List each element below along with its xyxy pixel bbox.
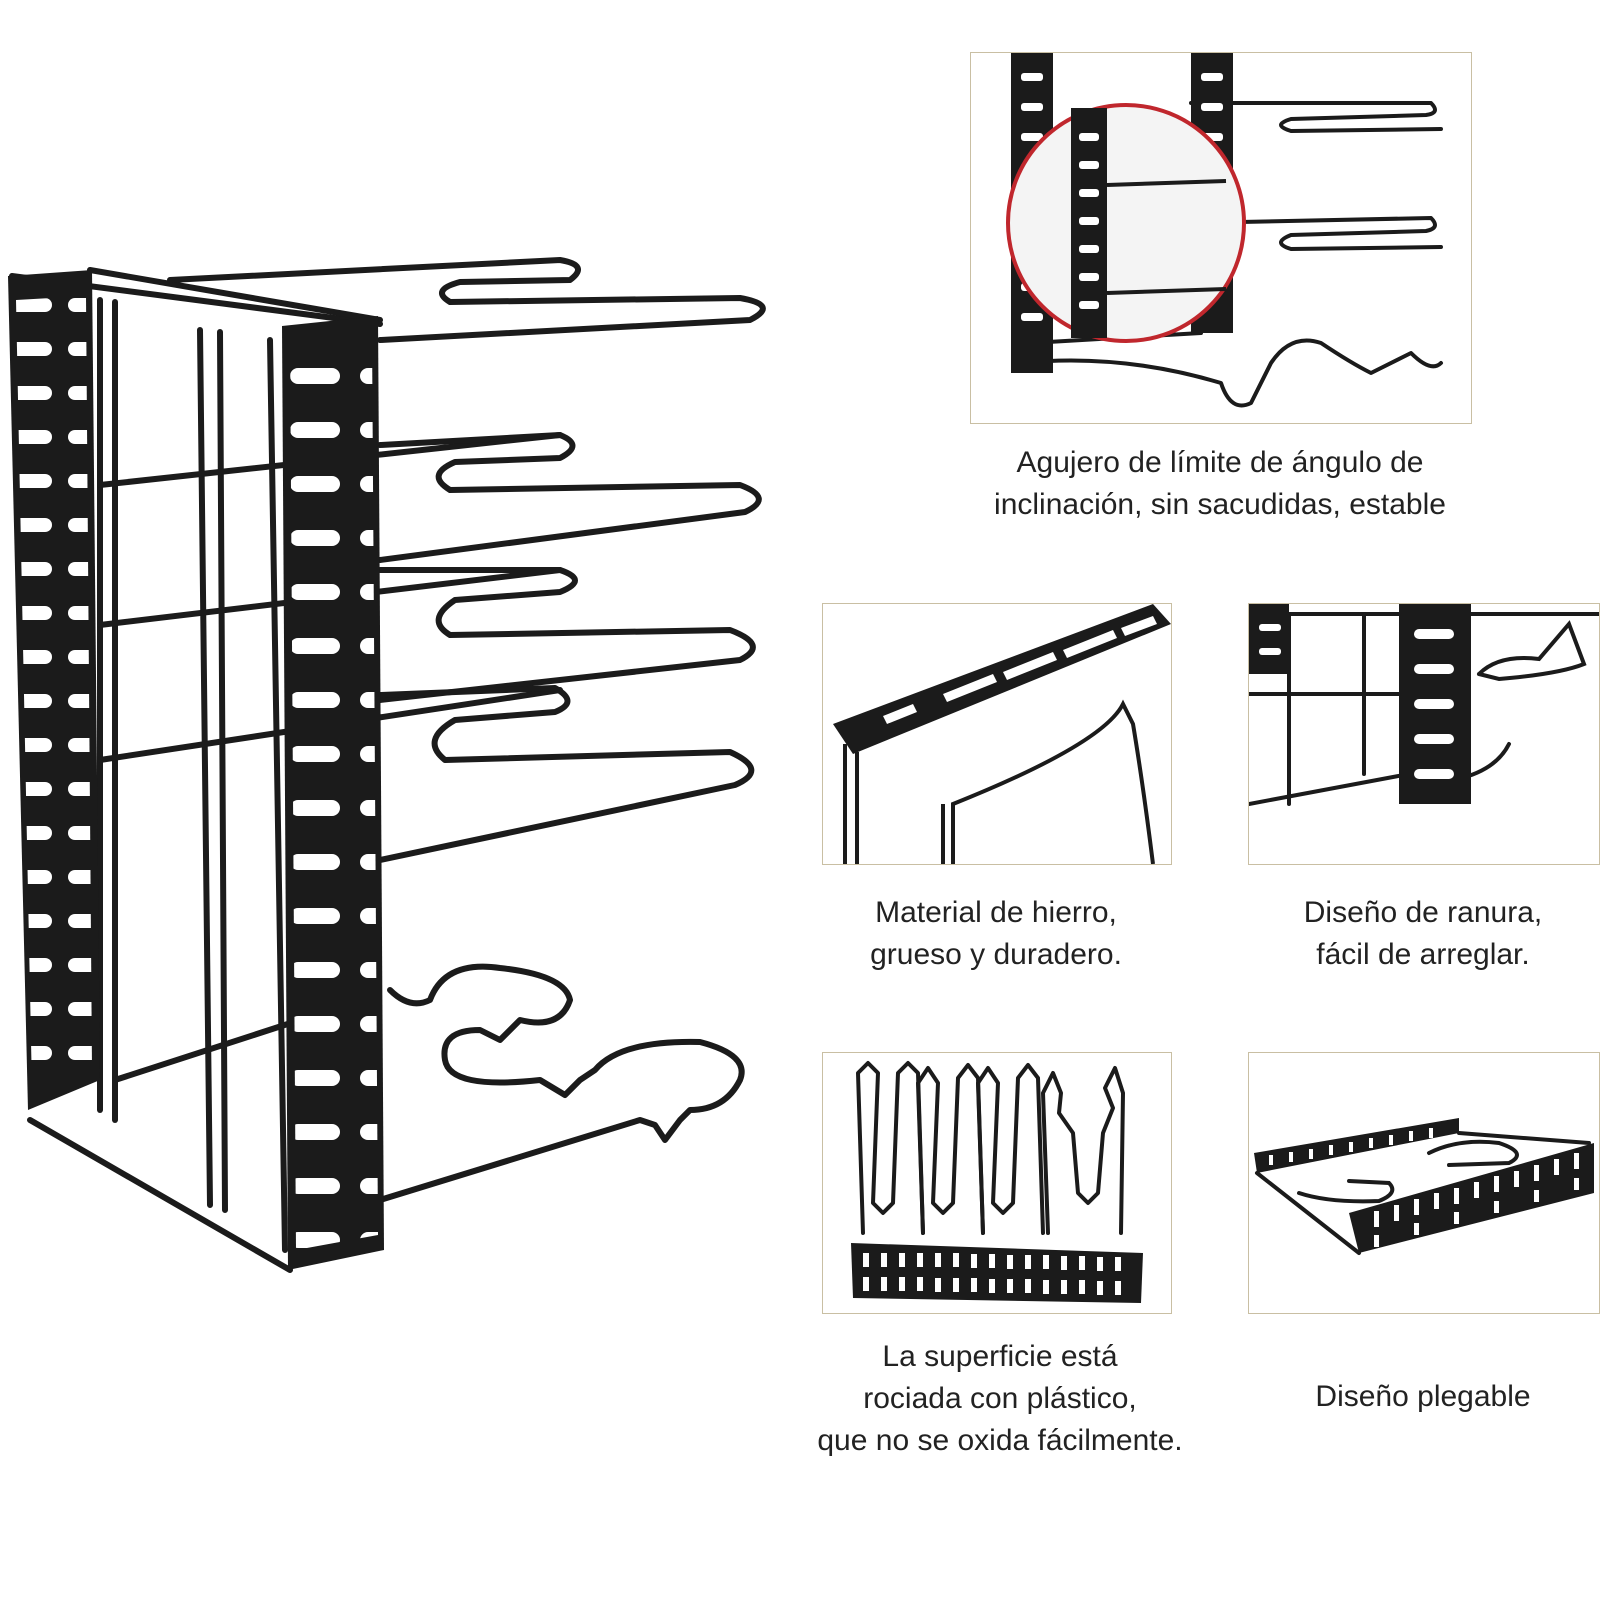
caption-line: que no se oxida fácilmente. xyxy=(817,1424,1183,1457)
caption-plastic-coating: La superficie está rociada con plástico,… xyxy=(780,1336,1220,1462)
foldable-illustration xyxy=(1254,1118,1594,1255)
caption-slot-design: Diseño de ranura, fácil de arreglar. xyxy=(1248,892,1598,976)
caption-iron-material: Material de hierro, grueso y duradero. xyxy=(822,892,1170,976)
caption-foldable: Diseño plegable xyxy=(1248,1376,1598,1418)
right-upright xyxy=(282,316,384,1270)
caption-angle-limit: Agujero de límite de ángulo de inclinaci… xyxy=(940,442,1500,526)
caption-line: fácil de arreglar. xyxy=(1316,938,1530,971)
pan-rack-illustration xyxy=(8,257,766,1273)
left-upright xyxy=(8,270,100,1110)
main-product-image xyxy=(0,240,800,1300)
caption-line: Material de hierro, xyxy=(875,896,1117,929)
caption-line: Diseño plegable xyxy=(1315,1380,1531,1413)
detail-slot-design-image xyxy=(1248,603,1600,865)
caption-line: Diseño de ranura, xyxy=(1303,896,1543,929)
angle-limit-illustration xyxy=(1006,53,1443,408)
detail-angle-limit-image xyxy=(970,52,1472,424)
iron-material-illustration xyxy=(833,604,1171,864)
detail-plastic-coating-image xyxy=(822,1052,1172,1314)
zoom-lens xyxy=(1006,103,1246,343)
caption-line: grueso y duradero. xyxy=(870,938,1122,971)
caption-line: Agujero de límite de ángulo de xyxy=(1016,446,1424,479)
caption-line: La superficie está xyxy=(882,1340,1118,1373)
plastic-coating-illustration xyxy=(851,1061,1143,1303)
detail-iron-material-image xyxy=(822,603,1172,865)
caption-line: rociada con plástico, xyxy=(863,1382,1137,1415)
caption-line: inclinación, sin sacudidas, estable xyxy=(994,488,1446,521)
detail-foldable-image xyxy=(1248,1052,1600,1314)
slot-design-illustration xyxy=(1249,604,1599,806)
